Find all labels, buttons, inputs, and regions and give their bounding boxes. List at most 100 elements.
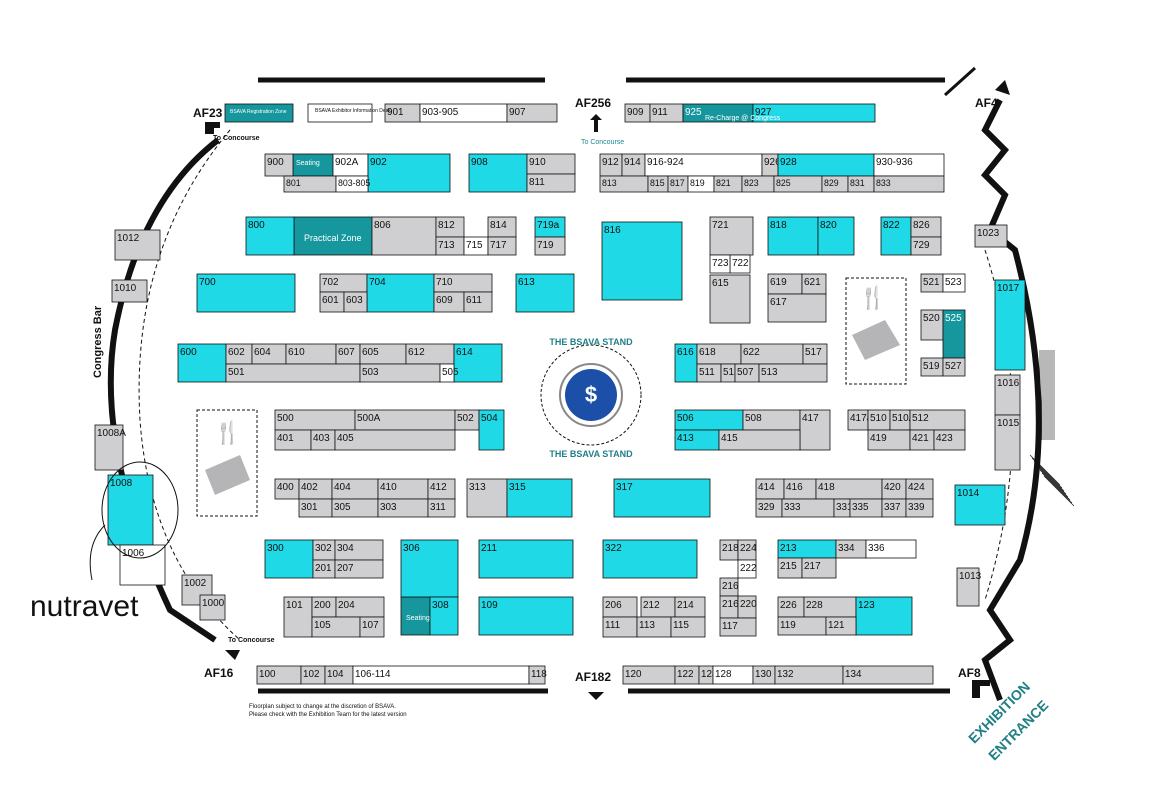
booth-527[interactable]: 527	[942, 357, 966, 377]
booth-335[interactable]: 335	[849, 498, 883, 518]
booth-815[interactable]: 815	[647, 175, 669, 193]
booth-512[interactable]: 512	[909, 409, 966, 431]
booth-420[interactable]: 420	[881, 478, 907, 500]
booth-801[interactable]: 801	[283, 175, 337, 193]
booth-717[interactable]: 717	[487, 236, 517, 256]
booth-909[interactable]: 909	[624, 103, 651, 123]
booth-928[interactable]: 928	[777, 153, 875, 177]
booth-903-905[interactable]: 903-905	[419, 103, 508, 123]
booth-902[interactable]: 902	[367, 153, 451, 193]
booth-907[interactable]: 907	[506, 103, 558, 123]
booth-218[interactable]: 218	[719, 539, 739, 561]
booth-621[interactable]: 621	[801, 273, 827, 295]
booth-511[interactable]: 511	[696, 363, 722, 383]
booth-910[interactable]: 910	[526, 153, 576, 175]
booth-217[interactable]: 217	[801, 557, 837, 579]
booth-315[interactable]: 315	[506, 478, 573, 518]
booth-1008[interactable]: 1008	[107, 474, 154, 546]
booth-304[interactable]: 304	[334, 539, 384, 561]
booth-500[interactable]: 500	[274, 409, 356, 431]
booth-404[interactable]: 404	[331, 478, 379, 500]
booth-817[interactable]: 817	[667, 175, 689, 193]
booth-507[interactable]: 507	[734, 363, 760, 383]
booth-415[interactable]: 415	[718, 429, 801, 451]
booth-916-924[interactable]: 916-924	[644, 153, 763, 177]
booth-900[interactable]: 900	[264, 153, 294, 177]
booth-820[interactable]: 820	[817, 216, 855, 256]
booth-517[interactable]: 517	[802, 343, 828, 365]
booth-826[interactable]: 826	[910, 216, 942, 238]
booth-520[interactable]: 520	[920, 309, 944, 341]
booth-211[interactable]: 211	[478, 539, 574, 579]
booth-329[interactable]: 329	[755, 498, 783, 518]
booth-134[interactable]: 134	[842, 665, 934, 685]
booth-506[interactable]: 506	[674, 409, 744, 431]
booth-806[interactable]: 806	[371, 216, 437, 256]
booth-609[interactable]: 609	[433, 291, 465, 313]
booth-122[interactable]: 122	[674, 665, 700, 685]
booth-925[interactable]: 925	[682, 103, 754, 123]
booth-619[interactable]: 619	[767, 273, 803, 295]
booth-104[interactable]: 104	[324, 665, 354, 685]
booth-423[interactable]: 423	[933, 429, 966, 451]
booth-414[interactable]: 414	[755, 478, 785, 500]
booth-607[interactable]: 607	[335, 343, 361, 365]
booth-814[interactable]: 814	[487, 216, 517, 238]
booth-322[interactable]: 322	[602, 539, 698, 579]
booth-816[interactable]: 816	[601, 221, 683, 301]
booth-721[interactable]: 721	[709, 216, 754, 256]
booth-213[interactable]: 213	[777, 539, 837, 559]
booth-1017[interactable]: 1017	[994, 279, 1026, 371]
booth-803-805[interactable]: 803-805	[335, 175, 370, 193]
booth-206[interactable]: 206	[602, 596, 638, 618]
booth-605[interactable]: 605	[359, 343, 407, 365]
booth-602[interactable]: 602	[225, 343, 253, 365]
booth-833[interactable]: 833	[873, 175, 945, 193]
booth-611[interactable]: 611	[463, 291, 493, 313]
booth-615[interactable]: 615	[709, 274, 751, 324]
booth-317[interactable]: 317	[613, 478, 711, 518]
booth-405[interactable]: 405	[334, 429, 456, 451]
booth-111[interactable]: 111	[602, 616, 638, 638]
booth-911[interactable]: 911	[649, 103, 684, 123]
booth-723[interactable]: 723	[709, 254, 731, 274]
booth-339[interactable]: 339	[905, 498, 934, 518]
booth-1014[interactable]: 1014	[954, 484, 1006, 526]
booth-1008A[interactable]: 1008A	[94, 424, 126, 471]
booth-421[interactable]: 421	[909, 429, 935, 451]
booth-302[interactable]: 302	[312, 539, 336, 561]
booth-105[interactable]: 105	[311, 616, 361, 638]
booth-702[interactable]: 702	[319, 273, 368, 293]
booth-822[interactable]: 822	[880, 216, 912, 256]
booth-504[interactable]: 504	[478, 409, 505, 451]
booth-719[interactable]: 719	[534, 236, 566, 256]
booth-813[interactable]: 813	[599, 175, 649, 193]
booth-214[interactable]: 214	[674, 596, 706, 618]
booth-106-114[interactable]: 106-114	[352, 665, 530, 685]
booth-821[interactable]: 821	[713, 175, 743, 193]
booth-812[interactable]: 812	[435, 216, 465, 238]
booth-212[interactable]: 212	[640, 596, 676, 618]
booth-508[interactable]: 508	[742, 409, 801, 431]
booth-412[interactable]: 412	[427, 478, 456, 500]
booth-130[interactable]: 130	[752, 665, 776, 685]
booth-800[interactable]: 800	[245, 216, 295, 256]
booth-622[interactable]: 622	[740, 343, 804, 365]
booth-710[interactable]: 710	[433, 273, 493, 293]
booth-601[interactable]: 601	[319, 291, 345, 313]
booth-722[interactable]: 722	[729, 254, 751, 274]
booth-614[interactable]: 614	[453, 343, 503, 383]
booth-107[interactable]: 107	[359, 616, 385, 638]
booth-604[interactable]: 604	[251, 343, 287, 365]
booth-403[interactable]: 403	[310, 429, 336, 451]
booth-829[interactable]: 829	[821, 175, 849, 193]
booth-908[interactable]: 908	[468, 153, 528, 193]
booth-1006[interactable]: 1006	[119, 544, 166, 586]
booth-115[interactable]: 115	[670, 616, 706, 638]
booth-600[interactable]: 600	[177, 343, 227, 383]
booth-513[interactable]: 513	[758, 363, 828, 383]
booth-109[interactable]: 109	[478, 596, 574, 636]
booth-719a[interactable]: 719a	[534, 216, 566, 238]
booth-1012[interactable]: 1012	[114, 229, 161, 261]
booth-128[interactable]: 128	[712, 665, 754, 685]
